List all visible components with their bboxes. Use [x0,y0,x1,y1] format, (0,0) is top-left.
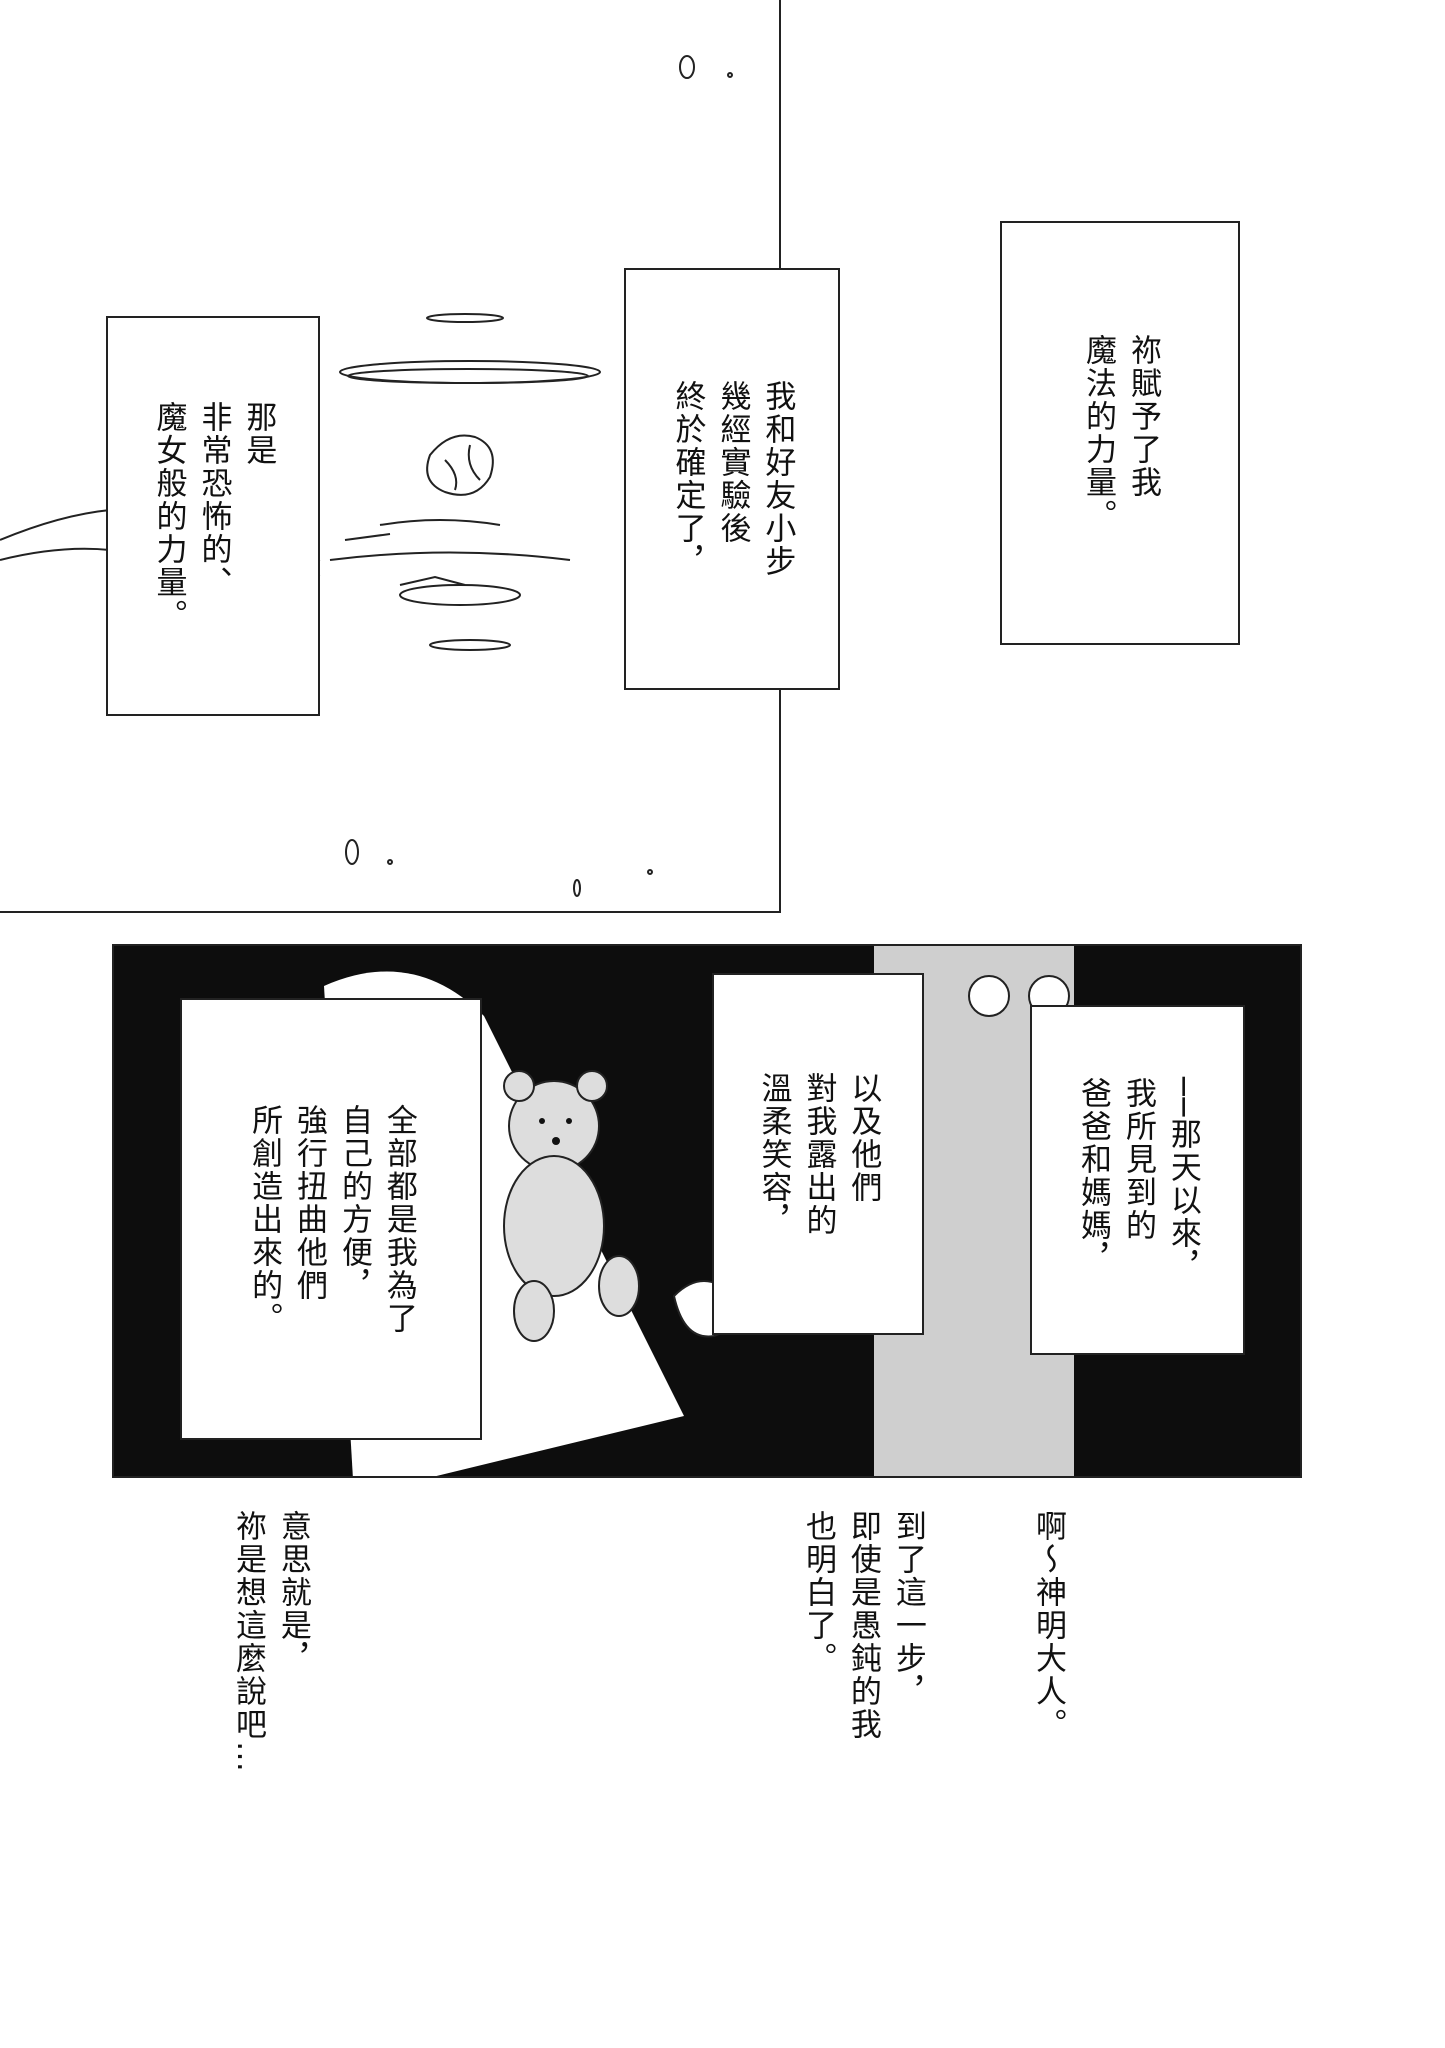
caption-box: ──那天以來， 我所見到的 爸爸和媽媽， [1030,1005,1245,1355]
caption-box: 以及他們 對我露出的 溫柔笑容， [712,973,924,1335]
panel-border-horizontal [0,911,781,913]
narration-text: 啊～神明大人。 [1029,1510,1066,1741]
water-lines [329,519,571,586]
caption-text: 全部都是我為了 自己的方便， 強行扭曲他們 所創造出來的。 [246,1103,417,1335]
caption-text: 我和好友小步 幾經實驗後 終於確定了， [669,380,796,578]
caption-box: 我和好友小步 幾經實驗後 終於確定了， [624,268,840,690]
ripple [399,584,521,606]
narration-text: 意思就是， 祢是想這麼說吧… [229,1510,311,1774]
caption-text: ──那天以來， 我所見到的 爸爸和媽媽， [1075,1076,1201,1284]
caption-box: 全部都是我為了 自己的方便， 強行扭曲他們 所創造出來的。 [180,998,482,1440]
caption-box: 祢賦予了我 魔法的力量。 [1000,221,1240,645]
wave-lines [0,509,111,561]
narration-text: 到了這一步， 即使是愚鈍的我 也明白了。 [799,1510,926,1741]
caption-box: 那是 非常恐怖的、 魔女般的力量。 [106,316,320,716]
caption-text: 那是 非常恐怖的、 魔女般的力量。 [150,400,277,632]
ripple [426,313,504,323]
bubble [345,839,359,865]
caption-text: 以及他們 對我露出的 溫柔笑容， [755,1071,882,1237]
flower-bud [426,434,494,496]
teddy-bear [503,1070,640,1342]
bubble [679,55,695,79]
hair-bead [968,975,1010,1017]
caption-text: 祢賦予了我 魔法的力量。 [1080,334,1161,532]
flower-petals [444,444,481,491]
bubble [573,879,581,897]
ripple [429,639,511,651]
ripple [347,368,589,384]
